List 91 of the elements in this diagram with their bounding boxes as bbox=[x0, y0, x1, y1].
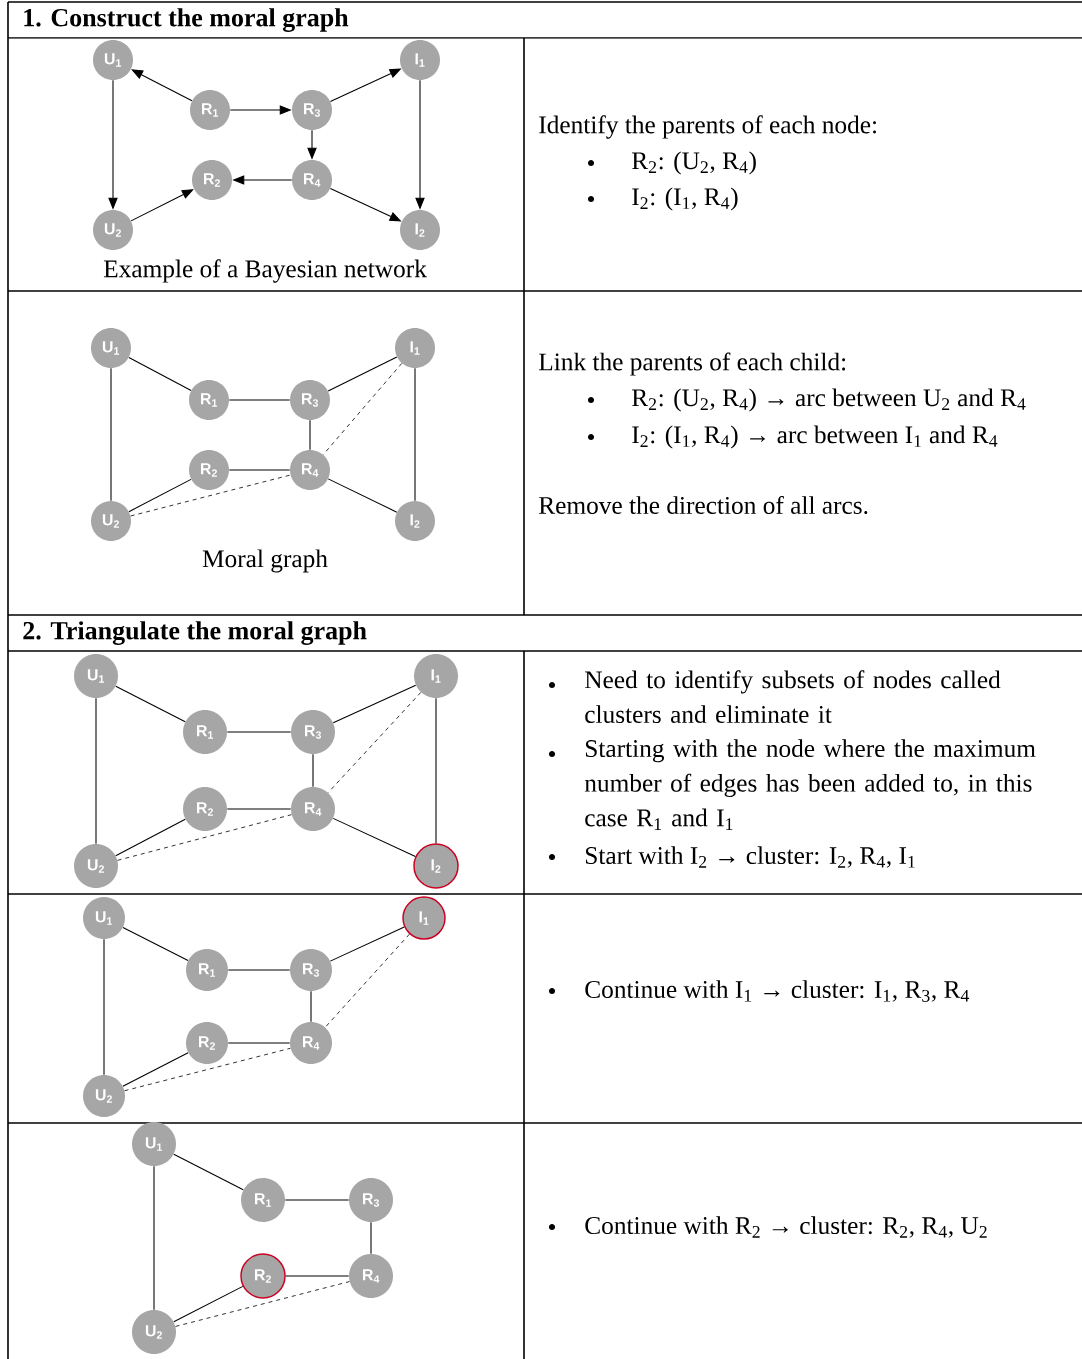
connecting-line bbox=[226, 808, 292, 810]
body-text: Link the parents of each child: bbox=[539, 352, 846, 376]
connecting-line bbox=[309, 419, 311, 451]
arrow bbox=[130, 189, 194, 222]
graph-node: R$_{3}$ bbox=[291, 710, 335, 754]
bullet-item: R$_{2}$: (U$_{2}$, R$_{4}$) → arc between U$_{2}$ and R$_{4}$ bbox=[587, 388, 1026, 412]
graph-node: R$_{3}$ bbox=[290, 380, 330, 420]
bullet-item: Continue with R$_{2}$ → cluster: R$_{2}$, R$_{4}$, U$_{2}$ bbox=[548, 1216, 987, 1238]
bullet-item: Start with I$_{2}$ → cluster: I$_{2}$, R$_{4}$, I$_{1}$ bbox=[548, 846, 915, 868]
connecting-line bbox=[414, 367, 416, 502]
graph-node: U$_{1}$ bbox=[83, 897, 125, 939]
dashed-line bbox=[327, 691, 422, 794]
bullet-item: I$_{2}$: (I$_{1}$, R$_{4}$) bbox=[587, 187, 738, 211]
bullet-item: R$_{2}$: (U$_{2}$, R$_{4}$) bbox=[587, 151, 756, 175]
graph-node: R$_{4}$ bbox=[290, 1022, 332, 1064]
graph-node: R$_{4}$ bbox=[349, 1254, 393, 1298]
bullet-item: I$_{2}$: (I$_{1}$, R$_{4}$) → arc between I$_{1}$ and R$_{4}$ bbox=[587, 425, 998, 449]
connecting-line bbox=[227, 1042, 291, 1044]
caption: Example of a Bayesian network bbox=[103, 259, 427, 283]
graph-node: R$_{3}$ bbox=[292, 90, 332, 130]
graph-node: U$_{1}$ bbox=[93, 40, 133, 80]
body-text: Remove the direction of all arcs. bbox=[539, 495, 868, 515]
graph-node: R$_{1}$ bbox=[241, 1178, 285, 1222]
graph-node: U$_{1}$ bbox=[74, 654, 118, 698]
connecting-line bbox=[128, 356, 192, 392]
caption: Moral graph bbox=[202, 549, 328, 573]
graph-node: U$_{2}$ bbox=[93, 210, 133, 250]
graph-node: R$_{2}$ bbox=[192, 160, 232, 200]
bullet-item: Need to identify subsets of nodes called clusters and eliminate it bbox=[548, 670, 1001, 724]
graph-node: U$_{2}$ bbox=[91, 501, 131, 541]
bullet-item: Starting with the node where the maximum number of edges has been added to, in this case R$_{1}$ and I$_{1}$ bbox=[548, 739, 1036, 830]
connecting-line bbox=[329, 926, 405, 962]
graph-node: R$_{2}$ bbox=[240, 1253, 286, 1299]
connecting-line bbox=[128, 478, 192, 513]
graph-node: I$_{1}$ bbox=[402, 896, 446, 940]
graph-node: R$_{1}$ bbox=[183, 710, 227, 754]
dashed-line bbox=[124, 1047, 291, 1092]
graph-node: I$_{1}$ bbox=[414, 654, 458, 698]
connecting-line bbox=[153, 1165, 155, 1311]
graph-node: R$_{4}$ bbox=[291, 787, 335, 831]
connecting-line bbox=[435, 697, 437, 844]
connecting-line bbox=[122, 927, 189, 961]
dashed-line bbox=[324, 933, 410, 1028]
connecting-line bbox=[310, 990, 312, 1023]
graph-node: R$_{2}$ bbox=[189, 450, 229, 490]
graph-node: I$_{1}$ bbox=[400, 40, 440, 80]
connecting-line bbox=[285, 1275, 350, 1277]
bullet-item: Continue with I$_{1}$ → cluster: I$_{1}$, R$_{3}$, R$_{4}$ bbox=[548, 980, 970, 1002]
connecting-line bbox=[115, 818, 186, 857]
connecting-line bbox=[227, 969, 291, 971]
graph-node: R$_{1}$ bbox=[189, 380, 229, 420]
connecting-line bbox=[173, 1285, 244, 1323]
graph-node: U$_{1}$ bbox=[132, 1122, 176, 1166]
graph-node: I$_{1}$ bbox=[395, 328, 435, 368]
graph-node: R$_{1}$ bbox=[186, 949, 228, 991]
connecting-line bbox=[327, 356, 398, 392]
body-text: Identify the parents of each node: bbox=[539, 115, 876, 139]
connecting-line bbox=[327, 478, 398, 513]
dashed-line bbox=[130, 474, 291, 517]
connecting-line bbox=[312, 753, 314, 788]
graph-node: I$_{2}$ bbox=[400, 210, 440, 250]
connecting-line bbox=[284, 1199, 350, 1201]
graph-node: R$_{2}$ bbox=[183, 787, 227, 831]
connecting-line bbox=[226, 731, 292, 733]
graph-node: R$_{4}$ bbox=[290, 450, 330, 490]
connecting-line bbox=[228, 399, 291, 401]
graph-node: U$_{1}$ bbox=[91, 328, 131, 368]
graph-node: R$_{3}$ bbox=[290, 949, 332, 991]
connecting-line bbox=[110, 367, 112, 502]
section-heading: 2. Triangulate the moral graph bbox=[23, 621, 367, 645]
graph-node: U$_{2}$ bbox=[83, 1075, 125, 1117]
graph-node: I$_{2}$ bbox=[395, 501, 435, 541]
graph-node: I$_{2}$ bbox=[413, 843, 459, 889]
graph-node: R$_{4}$ bbox=[292, 160, 332, 200]
connecting-line bbox=[173, 1153, 244, 1191]
connecting-line bbox=[332, 684, 417, 724]
connecting-line bbox=[115, 685, 186, 723]
connecting-line bbox=[95, 697, 97, 845]
connecting-line bbox=[370, 1221, 372, 1255]
dashed-line bbox=[322, 362, 403, 456]
graph-node: R$_{2}$ bbox=[186, 1022, 228, 1064]
graph-node: R$_{1}$ bbox=[190, 90, 230, 130]
arrow bbox=[131, 69, 193, 102]
connecting-line bbox=[103, 938, 105, 1076]
section-heading: 1. Construct the moral graph bbox=[24, 8, 349, 32]
graph-node: R$_{3}$ bbox=[349, 1178, 393, 1222]
connecting-line bbox=[332, 817, 416, 857]
graph-node: U$_{2}$ bbox=[74, 844, 118, 888]
connecting-line bbox=[122, 1052, 189, 1087]
graph-node: U$_{2}$ bbox=[132, 1310, 176, 1354]
connecting-line bbox=[228, 469, 291, 471]
